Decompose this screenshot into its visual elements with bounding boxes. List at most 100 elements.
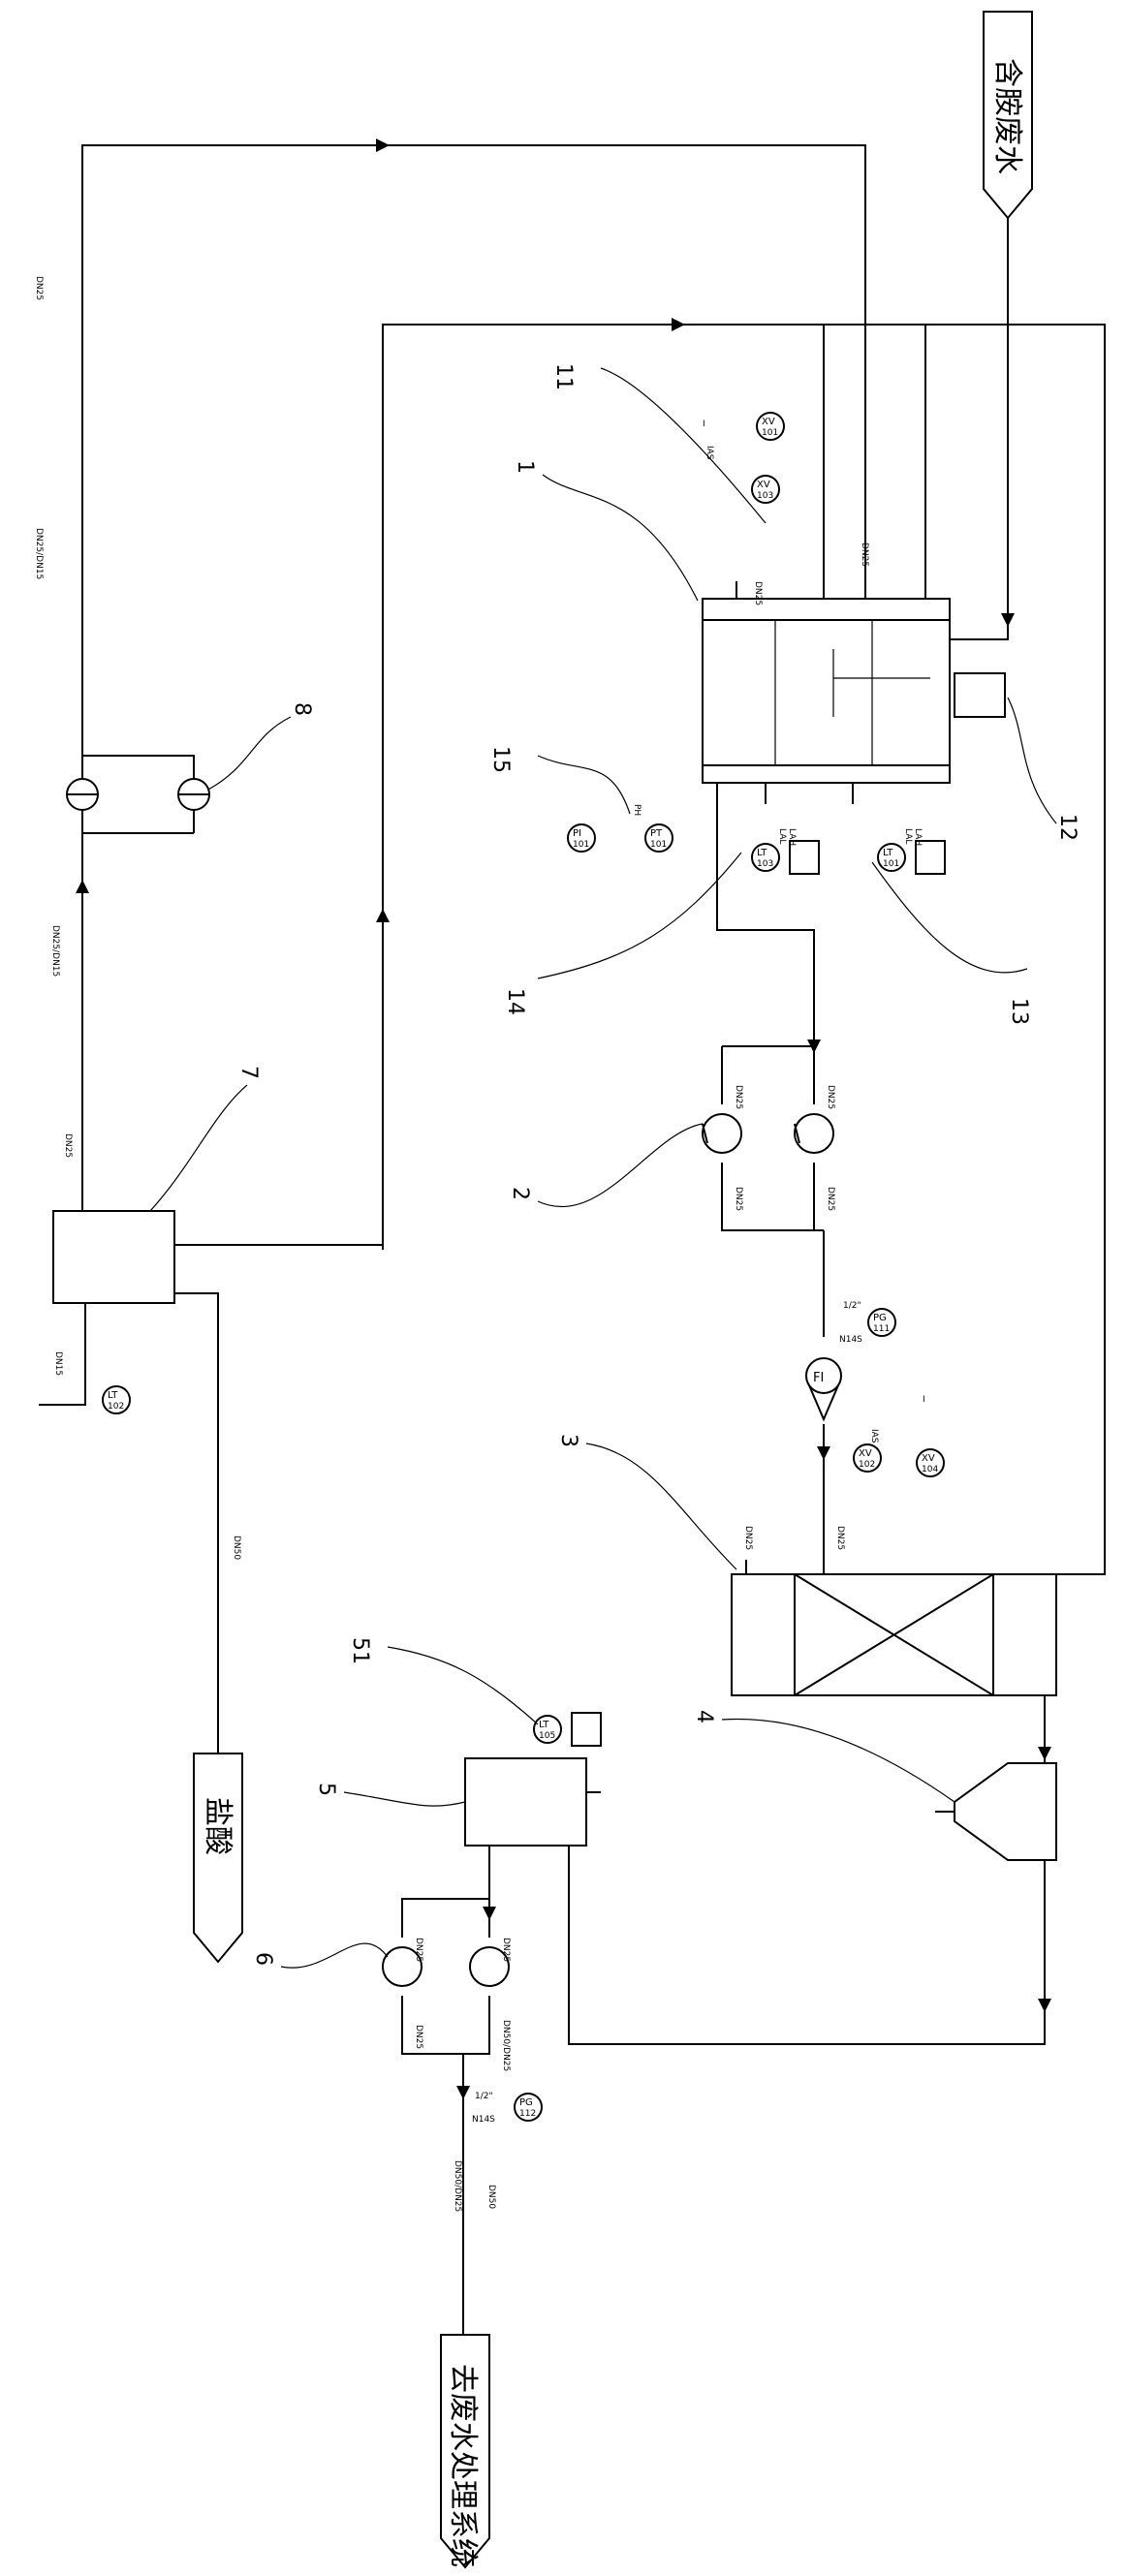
- pipe-tank1-to-pumps: [716, 794, 815, 1046]
- svg-text:I: I: [703, 419, 705, 429]
- instrument-xv-102: XV 102: [853, 1443, 882, 1473]
- svg-text:DN25: DN25: [860, 543, 869, 567]
- column-3: [731, 1560, 1057, 1696]
- terminal-acid-label: 盐酸: [201, 1797, 235, 1855]
- svg-text:PG: PG: [519, 2097, 533, 2108]
- filter-group-8: [66, 778, 210, 811]
- callout-13: 13: [1007, 998, 1031, 1025]
- callout-2: 2: [508, 1187, 532, 1200]
- svg-text:DN25/DN15: DN25/DN15: [50, 925, 60, 977]
- instrument-pg-112: PG 112: [514, 2093, 543, 2122]
- svg-text:DN25: DN25: [34, 276, 44, 300]
- svg-text:101: 101: [883, 859, 899, 869]
- pipe-inlet: [945, 126, 1009, 640]
- svg-text:101: 101: [573, 840, 589, 850]
- svg-text:PG: PG: [873, 1313, 887, 1323]
- svg-text:LAH: LAH: [787, 828, 797, 846]
- svg-text:PI: PI: [573, 828, 581, 839]
- svg-text:LAH: LAH: [913, 828, 923, 846]
- callout-51: 51: [348, 1637, 372, 1664]
- callout-1: 1: [513, 460, 537, 474]
- instrument-xv-104: XV 104: [916, 1448, 945, 1477]
- callout-14: 14: [503, 988, 527, 1015]
- svg-text:DN50: DN50: [232, 1536, 241, 1560]
- pump-group-6: [382, 1946, 510, 1987]
- svg-text:DN25: DN25: [414, 1938, 423, 1962]
- svg-text:1/2": 1/2": [843, 1301, 861, 1311]
- callout-4: 4: [692, 1710, 716, 1723]
- svg-text:LT: LT: [539, 1720, 549, 1730]
- instrument-pt-101: PT 101: [644, 823, 673, 853]
- svg-text:112: 112: [519, 2109, 536, 2119]
- instrument-xv-103: XV 103: [751, 475, 780, 504]
- callout-12: 12: [1055, 814, 1080, 841]
- pipe-top-loop: [81, 144, 866, 707]
- svg-text:102: 102: [859, 1460, 875, 1470]
- svg-text:XV: XV: [762, 417, 775, 427]
- svg-text:101: 101: [650, 840, 667, 850]
- callout-11: 11: [551, 363, 576, 390]
- svg-text:DN25: DN25: [826, 1085, 835, 1109]
- pipe-acid: [179, 1292, 219, 1754]
- instrument-lt-102: LT 102: [102, 1385, 131, 1414]
- callout-8: 8: [290, 702, 314, 716]
- svg-text:XV: XV: [859, 1448, 872, 1459]
- svg-text:102: 102: [108, 1402, 124, 1412]
- instrument-lt-101: LT 101: [877, 840, 946, 875]
- svg-text:DN50: DN50: [486, 2185, 496, 2209]
- svg-text:DN25: DN25: [734, 1187, 743, 1211]
- svg-text:DN50/DN25: DN50/DN25: [453, 2160, 462, 2212]
- svg-text:DN25: DN25: [734, 1085, 743, 1109]
- svg-text:N14S: N14S: [472, 2115, 495, 2125]
- pipe-second-loop: [382, 324, 1106, 1575]
- svg-text:N14S: N14S: [839, 1335, 862, 1345]
- terminal-inlet: 含胺废水: [983, 11, 1033, 220]
- callout-15: 15: [488, 746, 513, 773]
- svg-text:105: 105: [539, 1731, 555, 1741]
- svg-text:LT: LT: [757, 848, 767, 858]
- pump-group-2: [702, 1113, 834, 1154]
- piping: [39, 126, 1106, 2335]
- svg-text:DN15: DN15: [53, 1351, 63, 1376]
- terminal-acid: 盐酸: [193, 1753, 243, 1964]
- fi-label: FI: [813, 1371, 824, 1385]
- svg-text:DN25: DN25: [753, 581, 763, 605]
- terminal-outlet: 去废水处理系统: [440, 2334, 490, 2569]
- svg-text:DN25: DN25: [743, 1526, 753, 1550]
- tank-5: [464, 1757, 601, 1855]
- svg-text:DN25: DN25: [501, 1938, 511, 1962]
- svg-text:101: 101: [762, 428, 778, 438]
- callout-3: 3: [556, 1434, 580, 1447]
- svg-text:DN50/DN25: DN50/DN25: [501, 2020, 511, 2071]
- instrument-pi-101: PI 101: [567, 823, 596, 853]
- svg-text:DN25: DN25: [63, 1133, 73, 1158]
- svg-text:111: 111: [873, 1324, 890, 1334]
- instrument-lt-105: LT 105: [533, 1712, 602, 1747]
- svg-text:LT: LT: [883, 848, 893, 858]
- svg-text:1/2": 1/2": [475, 2092, 493, 2101]
- svg-text:LAL: LAL: [903, 828, 913, 844]
- callout-7: 7: [236, 1066, 261, 1079]
- tank-7: [52, 1210, 184, 1356]
- svg-text:I: I: [923, 1395, 925, 1405]
- svg-text:PT: PT: [650, 828, 663, 839]
- instrument-lt-103: LT 103: [751, 840, 820, 875]
- svg-text:103: 103: [757, 491, 773, 501]
- callout-6: 6: [251, 1952, 275, 1966]
- tank-1: [702, 581, 1006, 804]
- svg-text:XV: XV: [757, 480, 770, 490]
- svg-text:LT: LT: [108, 1390, 118, 1401]
- pipe-tags: PH LAH LAL LAH LAL IAS IAS I I DN25 DN25…: [34, 276, 925, 2212]
- svg-text:IAS: IAS: [704, 446, 714, 460]
- svg-text:PH: PH: [632, 804, 642, 816]
- instrument-pg-111: PG 111: [867, 1308, 896, 1337]
- svg-text:LAL: LAL: [777, 828, 787, 844]
- instrument-xv-101: XV 101: [756, 412, 785, 441]
- callout-5: 5: [314, 1783, 338, 1796]
- svg-text:104: 104: [922, 1465, 938, 1474]
- separator-4: [935, 1762, 1057, 1861]
- svg-text:DN25: DN25: [414, 2025, 423, 2049]
- svg-text:IAS: IAS: [869, 1429, 879, 1443]
- svg-text:DN25: DN25: [835, 1526, 845, 1550]
